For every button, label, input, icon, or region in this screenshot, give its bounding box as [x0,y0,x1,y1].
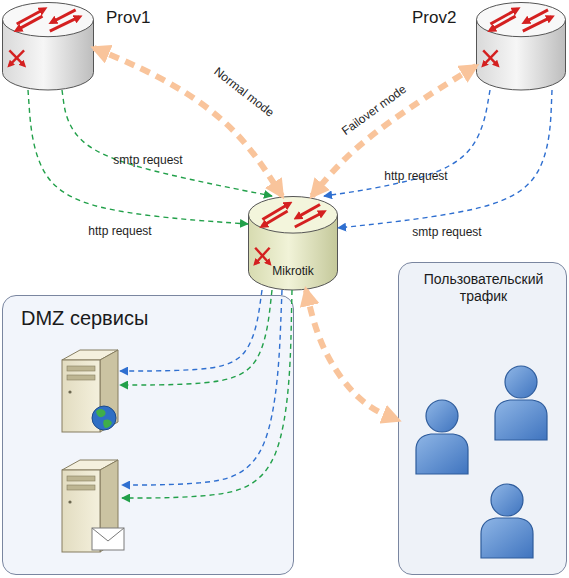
flow-arrow [120,290,272,385]
device-label: Mikrotik [248,264,338,278]
router-port-symbol [483,50,497,65]
edge-label: Failover mode [339,82,409,138]
server-top [62,350,118,360]
zone-title: Пользовательский трафик [407,271,560,305]
device-label: Prov1 [106,8,176,28]
router-node: Prov1 [2,2,94,90]
drive-bay [67,375,95,380]
edge-label: smtp request [412,225,481,239]
router-arrow [50,17,79,31]
router-arrow [52,10,76,22]
router-top [249,197,338,234]
edge-label: Normal mode [211,64,276,119]
zone-title: DMZ сервисы [21,306,281,330]
power-led [68,500,71,503]
router-arrow [523,17,552,31]
router-top [477,3,566,37]
router-arrow [295,212,324,227]
user-body [495,400,547,440]
device-label: Prov2 [412,8,472,28]
user-head [505,366,537,398]
flow-arrow [338,90,552,228]
mail-server [62,460,124,552]
user-body [416,434,468,474]
zone-band: Пользовательский трафик [398,262,567,575]
user-icon [416,400,468,474]
drive-bay [67,366,95,371]
power-led [68,390,71,393]
web-server [62,350,118,432]
router-arrow [297,204,320,217]
user-icon [481,484,533,558]
globe-land [96,409,112,428]
user-head [426,400,458,432]
router-top [3,3,94,37]
flow-arrow [306,290,398,420]
drive-bay [67,476,95,481]
drive-bay [67,485,95,490]
flow-arrow [312,66,476,196]
user-body [481,518,533,558]
flow-arrow [122,290,292,498]
router-port-symbol [483,50,497,65]
flow-arrow [122,290,282,485]
flow-arrow [324,90,490,196]
router-arrow [17,16,43,30]
router-port-symbol [9,50,24,65]
server-front [62,470,100,552]
envelope-flap [92,528,124,541]
user-icon [495,366,547,440]
router-shape [476,2,566,90]
router-port-symbol [255,248,269,264]
server-side [100,460,118,552]
flow-arrow [62,90,272,196]
router-arrow [525,10,548,22]
router-port-symbol [9,50,24,65]
flow-arrow [120,290,262,371]
envelope-symbol [92,528,124,550]
router-node: Mikrotik [248,196,338,290]
router-port-symbol [255,248,269,264]
edge-label: smtp request [113,153,182,167]
server-front [62,360,100,432]
user-head [491,484,523,516]
zone-band: DMZ сервисы [2,295,294,575]
globe-symbol [92,406,116,430]
router-node: Prov2 [476,2,566,90]
server-side [100,350,118,432]
router-shape [2,2,94,90]
router-arrow [490,16,515,30]
flow-arrow [94,48,282,196]
edge-label: http request [384,169,447,183]
server-top [62,460,118,470]
edge-label: http request [88,224,151,238]
flow-arrow [28,90,248,224]
router-arrow [262,211,287,226]
